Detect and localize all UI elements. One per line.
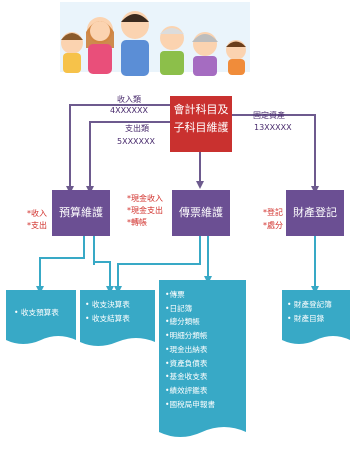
child-right-figure bbox=[226, 40, 246, 75]
child-left-figure bbox=[61, 32, 83, 73]
grandmother-figure bbox=[192, 32, 218, 76]
voucher-box[interactable] bbox=[172, 190, 230, 236]
property-box-label: 財產登記 bbox=[293, 206, 337, 219]
budget-box-label: 預算維護 bbox=[59, 206, 103, 219]
property-doc-shape bbox=[282, 290, 350, 344]
list-item[interactable]: •現金出納表 bbox=[165, 344, 208, 354]
list-item[interactable]: •基金收支表 bbox=[165, 372, 208, 382]
list-item[interactable]: • 收支決算表 bbox=[85, 300, 130, 309]
grandfather-figure bbox=[160, 26, 184, 75]
report-doc-shape bbox=[6, 290, 76, 344]
mother-figure bbox=[86, 17, 114, 74]
family-illustration bbox=[60, 2, 250, 76]
property-note-dispose: *處分 bbox=[263, 221, 283, 230]
voucher-note-transfer: *轉帳 bbox=[127, 218, 147, 227]
list-item[interactable]: • 財產目錄 bbox=[287, 313, 325, 323]
budget-to-report-connector bbox=[36, 235, 85, 294]
income-connector bbox=[66, 104, 170, 194]
list-item[interactable]: • 收支預算表 bbox=[14, 308, 59, 317]
property-note-register: *登記 bbox=[263, 208, 283, 217]
voucher-doc-shape bbox=[159, 280, 246, 437]
statement-doc-list: • 收支決算表 • 收支結算表 bbox=[85, 298, 130, 325]
subject-maintenance-title: 會計科目及 bbox=[173, 103, 229, 116]
fixed-asset-label: 固定資產 bbox=[253, 111, 285, 120]
fixed-asset-code-label: 13XXXXX bbox=[254, 123, 292, 132]
list-item[interactable]: •國稅局申報書 bbox=[165, 399, 216, 409]
expense-connector bbox=[86, 121, 170, 194]
asset-connector bbox=[232, 114, 319, 194]
report-doc-list: • 收支預算表 bbox=[14, 306, 59, 320]
income-category-label: 收入類 bbox=[117, 95, 141, 104]
list-item[interactable]: •明細分類帳 bbox=[165, 331, 208, 341]
subject-maintenance-title-2: 子科目維護 bbox=[173, 121, 229, 134]
budget-note-income: *收入 bbox=[27, 209, 47, 218]
list-item[interactable]: •資產負債表 bbox=[165, 358, 208, 368]
income-code-label: 4XXXXXX bbox=[110, 106, 148, 115]
expense-code-label: 5XXXXXX bbox=[117, 137, 155, 146]
list-item[interactable]: • 財產登記簿 bbox=[287, 300, 332, 309]
statement-doc-shape bbox=[80, 290, 155, 346]
subject-maintenance-box[interactable] bbox=[170, 96, 232, 152]
list-item[interactable]: •績效評鑑表 bbox=[165, 385, 208, 395]
budget-box[interactable] bbox=[52, 190, 110, 236]
voucher-to-statement-connector bbox=[114, 235, 201, 294]
voucher-box-label: 傳票維護 bbox=[179, 206, 223, 219]
voucher-doc-list: •傳票 •日記簿 •總分類帳 •明細分類帳 •現金出納表 •資產負債表 •基金收… bbox=[165, 288, 215, 411]
voucher-note-cash-expense: *現金支出 bbox=[127, 206, 163, 215]
list-item[interactable]: • 收支結算表 bbox=[85, 313, 130, 323]
budget-note-expense: *支出 bbox=[27, 221, 47, 230]
father-figure bbox=[121, 11, 149, 76]
list-item[interactable]: •傳票 bbox=[165, 290, 185, 299]
list-item[interactable]: •總分類帳 bbox=[165, 317, 200, 327]
budget-to-statement-connector bbox=[94, 261, 114, 294]
property-doc-list: • 財產登記簿 • 財產目錄 bbox=[287, 298, 332, 325]
list-item[interactable]: •日記簿 bbox=[165, 303, 193, 313]
property-box[interactable] bbox=[286, 190, 344, 236]
expense-category-label: 支出類 bbox=[125, 124, 149, 133]
voucher-note-cash-income: *現金收入 bbox=[127, 194, 163, 203]
